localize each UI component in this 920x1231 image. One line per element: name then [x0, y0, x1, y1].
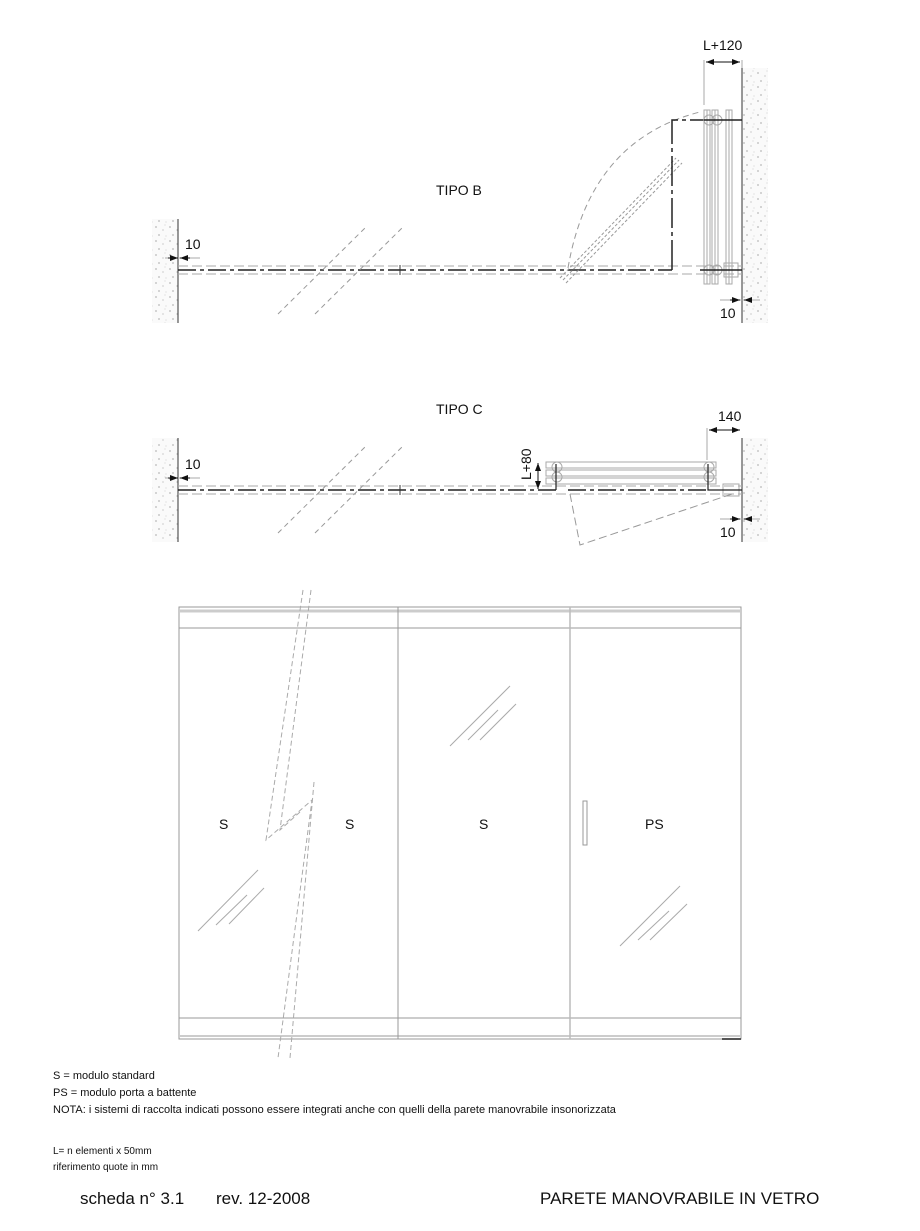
tipo-b-dim-right: 10 — [720, 305, 736, 321]
module-label: S — [219, 816, 229, 832]
left-wall-c — [152, 438, 178, 542]
module-label: S — [479, 816, 489, 832]
tipo-c-dim-vertical: L+80 — [518, 448, 534, 480]
tipo-c-dim-right: 10 — [720, 524, 736, 540]
tipo-b-title: TIPO B — [436, 182, 482, 198]
module-label: S — [345, 816, 355, 832]
left-wall-b — [152, 219, 178, 323]
module-label: PS — [645, 816, 664, 832]
right-wall-c — [742, 438, 768, 542]
units-line: riferimento quote in mm — [53, 1162, 159, 1173]
elevation-view — [178, 589, 742, 1059]
sheet-number: scheda n° 3.1 — [80, 1189, 185, 1208]
tipo-c-plan — [152, 427, 768, 546]
right-wall-b — [742, 68, 768, 323]
tipo-b-dim-top: L+120 — [703, 37, 743, 53]
legend-line: S = modulo standard — [53, 1070, 155, 1082]
tipo-c-dim-left: 10 — [185, 456, 201, 472]
units-line: L= n elementi x 50mm — [53, 1146, 152, 1157]
legend-line: PS = modulo porta a battente — [53, 1087, 197, 1099]
tipo-c-dim-top: 140 — [718, 408, 742, 424]
legend-note: NOTA: i sistemi di raccolta indicati pos… — [53, 1104, 616, 1116]
tipo-b-dim-left: 10 — [185, 236, 201, 252]
revision: rev. 12-2008 — [216, 1189, 311, 1208]
tipo-b-plan — [152, 59, 768, 323]
sheet-title: PARETE MANOVRABILE IN VETRO — [540, 1189, 820, 1208]
tipo-c-title: TIPO C — [436, 401, 483, 417]
